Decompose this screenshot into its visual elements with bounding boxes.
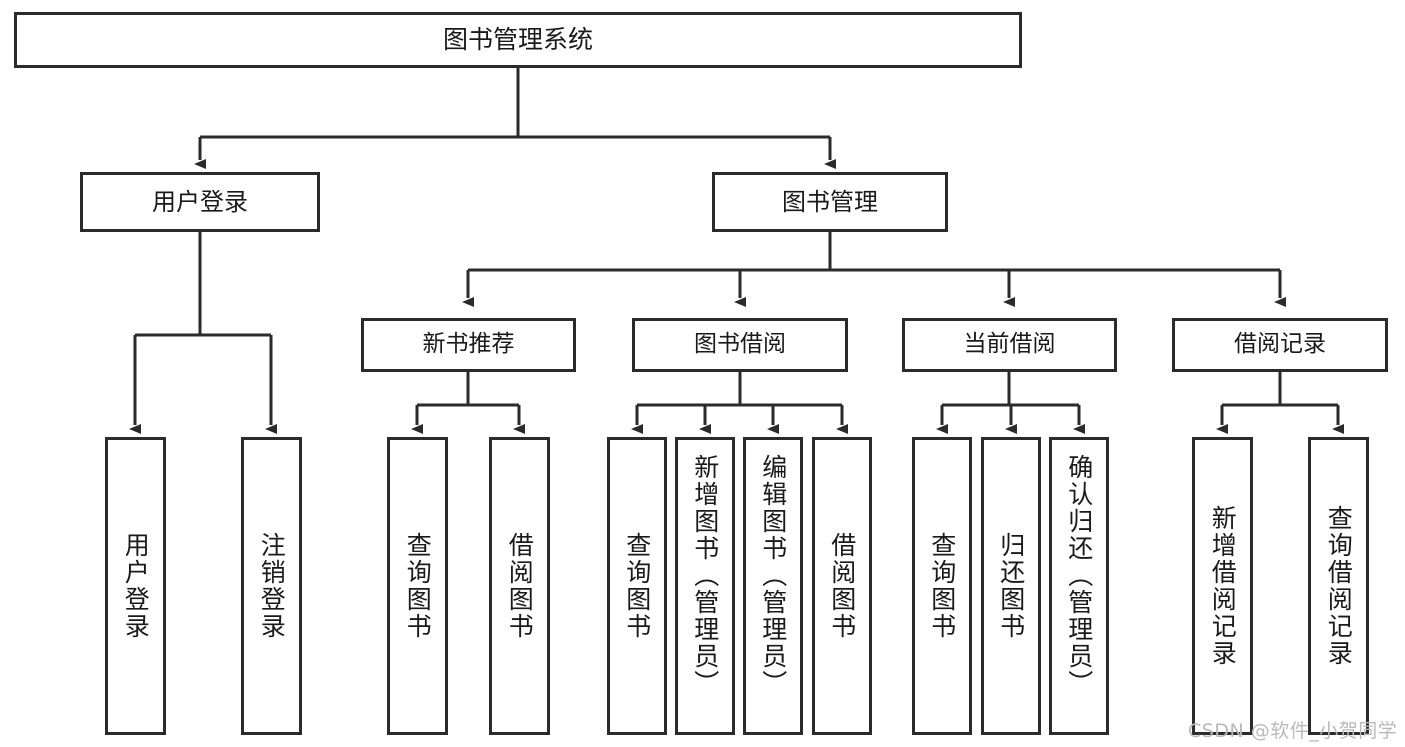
leaf-new-book-1[interactable]: 查询图书 (387, 437, 448, 735)
leaf-book-borrow-1-label: 查询图书 (622, 532, 652, 640)
node-root[interactable]: 图书管理系统 (14, 12, 1022, 68)
leaf-borrow-record-2-label: 查询借阅记录 (1324, 505, 1354, 667)
leaf-user-login-2-label: 注销登录 (257, 532, 287, 640)
node-user-login[interactable]: 用户登录 (80, 172, 320, 232)
leaf-new-book-2[interactable]: 借阅图书 (489, 437, 550, 735)
leaf-user-login-2[interactable]: 注销登录 (241, 437, 302, 735)
node-borrow-record[interactable]: 借阅记录 (1172, 318, 1388, 372)
node-new-book-recommend[interactable]: 新书推荐 (361, 318, 576, 372)
leaf-user-login-1[interactable]: 用户登录 (105, 437, 166, 735)
node-current-borrow[interactable]: 当前借阅 (902, 318, 1117, 372)
node-book-borrow[interactable]: 图书借阅 (632, 318, 848, 372)
leaf-book-borrow-1[interactable]: 查询图书 (607, 437, 667, 735)
leaf-current-borrow-1-label: 查询图书 (927, 532, 957, 640)
node-new-book-recommend-label: 新书推荐 (422, 331, 515, 358)
leaf-current-borrow-3[interactable]: 确认归还（管理员） (1049, 437, 1109, 735)
node-book-manage-label: 图书管理 (782, 187, 878, 216)
leaf-new-book-1-label: 查询图书 (403, 532, 433, 640)
leaf-current-borrow-2-label: 归还图书 (996, 532, 1026, 640)
leaf-current-borrow-1[interactable]: 查询图书 (912, 437, 972, 735)
leaf-new-book-2-label: 借阅图书 (505, 532, 535, 640)
node-book-manage[interactable]: 图书管理 (712, 172, 948, 232)
leaf-borrow-record-1[interactable]: 新增借阅记录 (1192, 437, 1253, 735)
node-root-label: 图书管理系统 (442, 25, 593, 55)
leaf-current-borrow-3-label: 确认归还（管理员） (1064, 454, 1094, 697)
leaf-borrow-record-2[interactable]: 查询借阅记录 (1308, 437, 1369, 735)
node-user-login-label: 用户登录 (152, 187, 248, 216)
leaf-book-borrow-2[interactable]: 新增图书（管理员） (675, 437, 735, 735)
leaf-book-borrow-4-label: 借阅图书 (827, 532, 857, 640)
leaf-book-borrow-3[interactable]: 编辑图书（管理员） (743, 437, 803, 735)
watermark: CSDN @软件_小贺同学 (1188, 720, 1398, 742)
leaf-book-borrow-2-label: 新增图书（管理员） (690, 454, 720, 697)
node-borrow-record-label: 借阅记录 (1234, 331, 1326, 358)
leaf-borrow-record-1-label: 新增借阅记录 (1208, 505, 1238, 667)
node-book-borrow-label: 图书借阅 (694, 331, 786, 358)
leaf-user-login-1-label: 用户登录 (121, 532, 151, 640)
leaf-book-borrow-4[interactable]: 借阅图书 (812, 437, 872, 735)
leaf-book-borrow-3-label: 编辑图书（管理员） (758, 454, 788, 697)
node-current-borrow-label: 当前借阅 (963, 331, 1056, 358)
leaf-current-borrow-2[interactable]: 归还图书 (981, 437, 1041, 735)
